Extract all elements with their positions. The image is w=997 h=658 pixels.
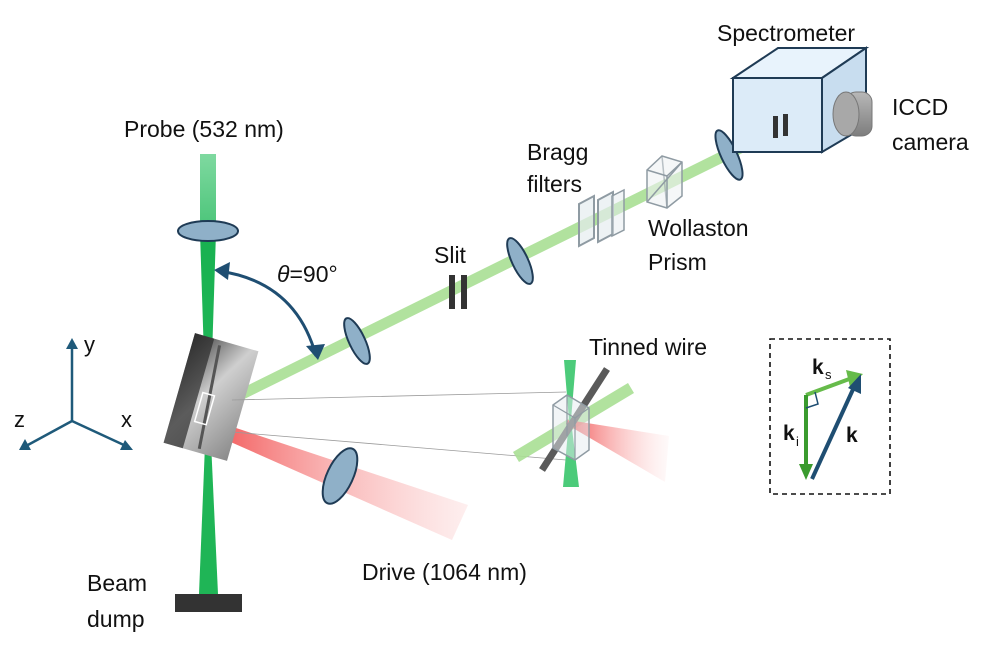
k-vector	[810, 384, 857, 480]
theta-symbol: θ	[277, 261, 290, 287]
probe-lens	[177, 220, 239, 242]
ks-label: k	[812, 356, 824, 379]
wollaston-prism	[646, 155, 683, 209]
axis-y-label: y	[84, 332, 95, 357]
beam-dump	[175, 594, 242, 612]
zoom-guide-top	[231, 391, 567, 401]
axis-x-label: x	[121, 407, 132, 432]
k-label: k	[846, 424, 858, 447]
vector-inset	[769, 338, 891, 495]
ki-subscript: i	[796, 434, 799, 449]
theta-label: θ=90°	[277, 261, 338, 287]
spectrometer-label: Spectrometer	[717, 20, 855, 46]
theta-value: =90°	[289, 261, 337, 287]
collection-lens-2	[506, 237, 534, 285]
theta-arc	[218, 269, 318, 357]
probe-beam-lower	[199, 420, 218, 594]
bragg-label-line1: Bragg	[527, 139, 588, 165]
beam-dump-label-line1: Beam	[87, 570, 147, 596]
iccd-label-line2: camera	[892, 129, 969, 155]
axis-z-label: z	[14, 407, 25, 432]
slit-label: Slit	[434, 242, 467, 268]
bragg-label-line2: filters	[527, 171, 582, 197]
slit-right	[461, 275, 467, 309]
wollaston-label-line1: Wollaston	[648, 215, 749, 241]
drive-lens	[321, 447, 359, 505]
inset-probe-beam	[564, 360, 576, 420]
ks-subscript: s	[825, 367, 832, 382]
k-arrow-head	[848, 374, 861, 394]
theta-arrow-head-right	[306, 344, 325, 360]
spectrometer-slit-left	[773, 116, 778, 138]
coordinate-axes	[19, 338, 133, 450]
collection-lens-1	[343, 317, 371, 365]
wollaston-label-line2: Prism	[648, 249, 707, 275]
ki-label: k	[783, 422, 795, 445]
iccd-label-line1: ICCD	[892, 94, 948, 120]
probe-label: Probe (532 nm)	[124, 116, 284, 142]
inset-target-frame	[552, 394, 590, 461]
ki-arrow-head	[799, 464, 813, 480]
bragg-filters	[578, 188, 625, 248]
zoom-guide-bottom	[231, 431, 567, 461]
right-angle-marker	[805, 391, 819, 409]
slit-left	[449, 275, 455, 309]
drive-label: Drive (1064 nm)	[362, 559, 527, 585]
tinned-wire-inset	[513, 360, 669, 487]
target-photo	[163, 333, 259, 461]
ks-vector	[805, 376, 853, 397]
spectrometer-box	[729, 46, 870, 154]
vector-inset-frame	[769, 338, 891, 495]
iccd-camera	[832, 91, 873, 137]
tinned-wire-label: Tinned wire	[589, 334, 707, 360]
ks-arrow-head	[846, 370, 863, 387]
inset-drive-beam	[566, 420, 669, 482]
probe-beam-main	[200, 232, 216, 420]
theta-arrow-head-left	[214, 262, 230, 280]
beam-dump-label-line2: dump	[87, 606, 145, 632]
spectrometer-slit-right	[783, 114, 788, 136]
probe-beam-upper	[200, 154, 216, 226]
